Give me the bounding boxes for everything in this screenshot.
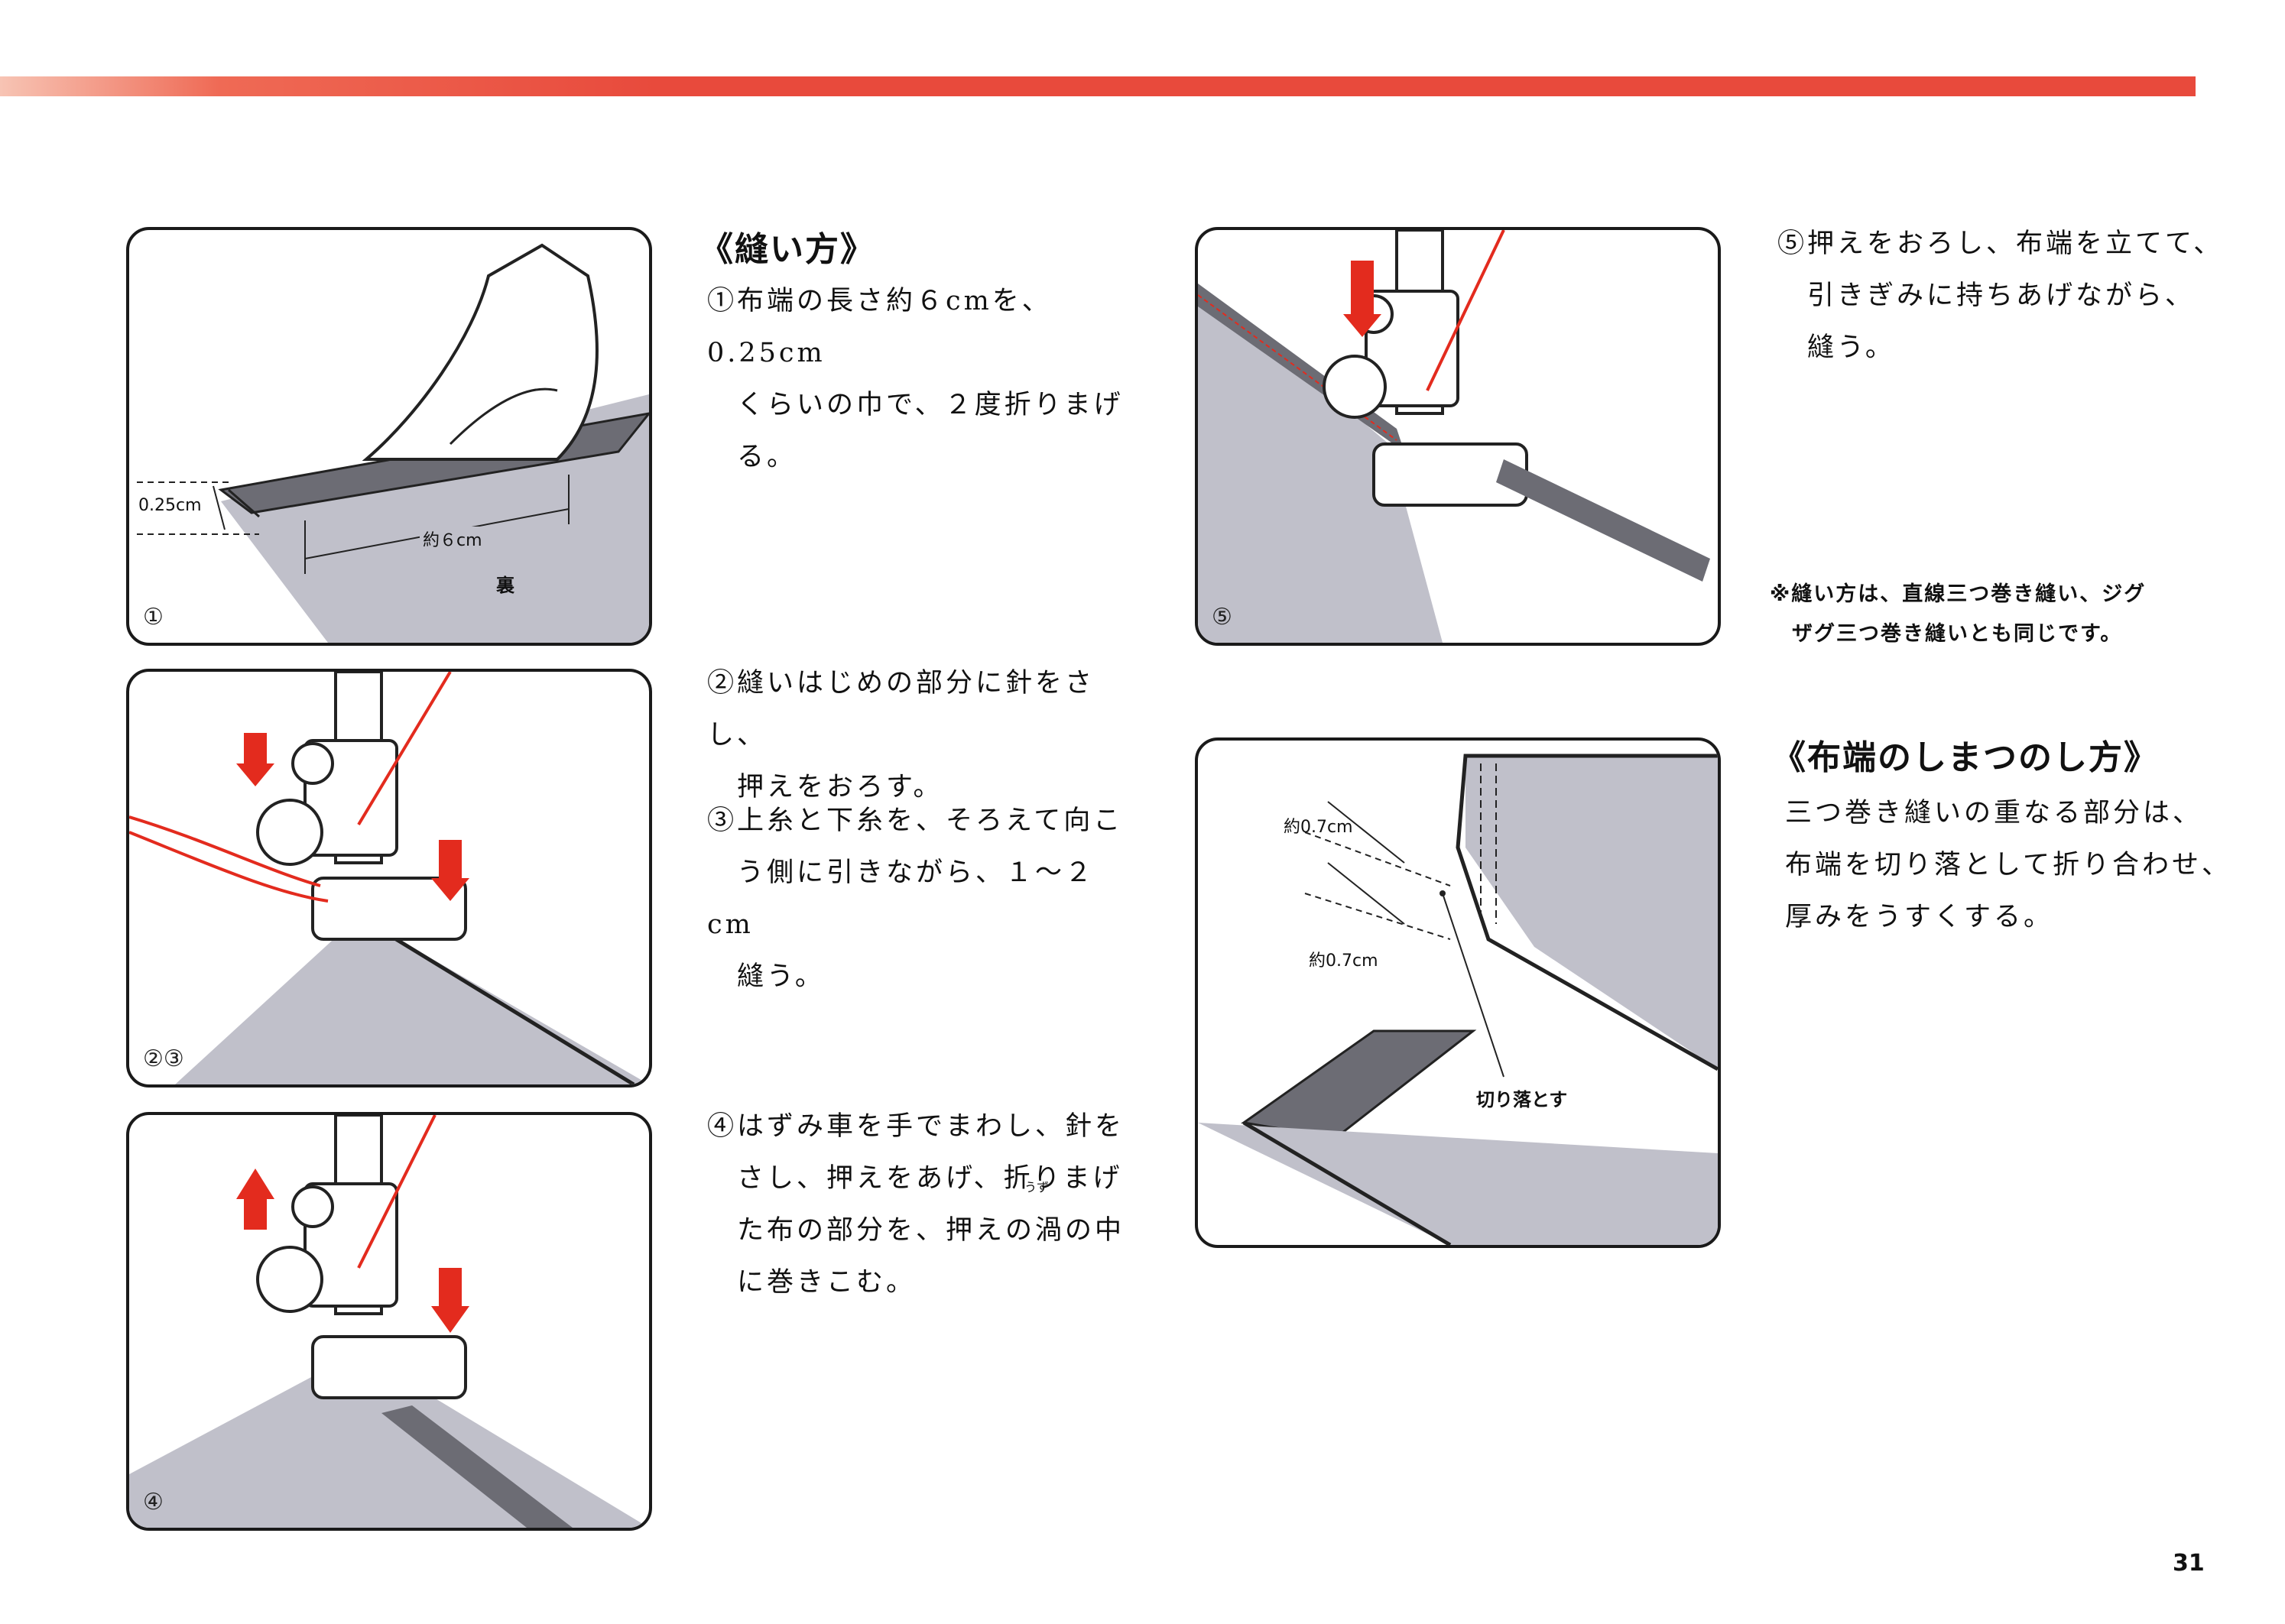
figure-number: ④ xyxy=(143,1489,164,1515)
step-4-ruby: うず xyxy=(1024,1180,1050,1194)
heading-how-to-sew: 《縫い方》 xyxy=(699,230,875,269)
label-trim-b: 約0.7cm xyxy=(1309,951,1378,971)
label-cut-off: 切り落とす xyxy=(1473,1084,1571,1111)
step-1-text: ①布端の長さ約６cmを、0.25cm くらいの巾で、２度折りまげ る。 xyxy=(707,286,1124,472)
label-length-6cm: 約６cm xyxy=(420,527,485,551)
figure-trim-corner: 約0.7cm 約0.7cm 切り落とす xyxy=(1195,737,1721,1248)
page-number: 31 xyxy=(2173,1550,2205,1577)
step-4-text: ④はずみ車を手でまわし、針を さし、押えをあげ、折りまげ た布の部分を、押えの渦… xyxy=(707,1111,1125,1298)
presser-foot-illustration-4 xyxy=(129,1115,649,1528)
presser-foot-illustration-23 xyxy=(129,672,649,1084)
step-5-text: ⑤押えをおろし、布端を立てて、 引きぎみに持ちあげながら、 縫う。 xyxy=(1777,229,2224,363)
label-width-025: 0.25cm xyxy=(138,496,202,515)
figure-23-start-sewing: ②③ xyxy=(126,669,652,1088)
figure-number: ① xyxy=(143,604,164,630)
step-2-text: ②縫いはじめの部分に針をさし、 押えをおろす。 xyxy=(707,668,1095,802)
heading-edge-finishing: 《布端のしまつのし方》 xyxy=(1772,738,2159,777)
figure-number: ②③ xyxy=(143,1045,184,1072)
step-3-text: ③上糸と下糸を、そろえて向こ う側に引きながら、１〜２cm 縫う。 xyxy=(707,806,1124,992)
figure-4-roll-fabric: ④ xyxy=(126,1112,652,1531)
figure-1-fold-fabric: 0.25cm 約６cm 裏 ① xyxy=(126,227,652,646)
presser-foot-illustration-5 xyxy=(1198,230,1710,643)
label-trim-a: 約0.7cm xyxy=(1284,818,1353,837)
top-accent-bar xyxy=(0,76,2196,96)
trim-illustration xyxy=(1198,754,1718,1245)
edge-finishing-text: 三つ巻き縫いの重なる部分は、 布端を切り落として折り合わせ、 厚みをうすくする。 xyxy=(1785,798,2231,932)
figure-number: ⑤ xyxy=(1212,604,1232,630)
fold-illustration xyxy=(137,243,649,643)
sewing-note: ※縫い方は、直線三つ巻き縫い、ジグ ザグ三つ巻き縫いとも同じです。 xyxy=(1770,582,2147,646)
figure-5-sewing-hem: ⑤ xyxy=(1195,227,1721,646)
label-back-side: 裏 xyxy=(496,575,514,596)
